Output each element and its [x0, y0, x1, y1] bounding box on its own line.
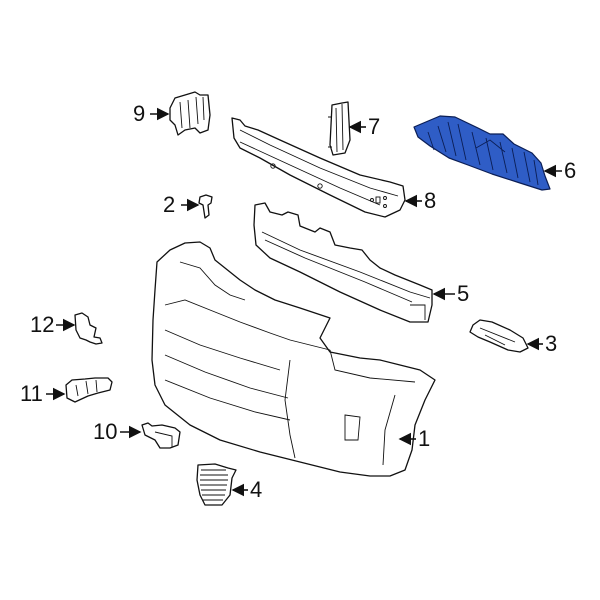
callout-2[interactable]: 2	[163, 192, 176, 217]
part-8-impact-bar[interactable]	[231, 117, 406, 218]
callout-9[interactable]: 9	[133, 101, 146, 126]
part-1-bumper-cover[interactable]	[151, 241, 436, 477]
callout-5[interactable]: 5	[457, 281, 470, 306]
leader-lines	[46, 107, 562, 497]
callout-11[interactable]: 11	[20, 381, 43, 406]
part-5-energy-absorber[interactable]	[253, 202, 433, 323]
callout-10[interactable]: 10	[93, 419, 118, 444]
callout-3[interactable]: 3	[545, 331, 558, 356]
part-7-reinforcement-bracket[interactable]	[328, 101, 351, 156]
callout-12[interactable]: 12	[30, 312, 55, 337]
part-12-small-bracket[interactable]	[74, 312, 103, 345]
callout-1[interactable]: 1	[418, 426, 431, 451]
part-9-mounting-bracket[interactable]	[169, 91, 211, 136]
part-11-bulb-socket[interactable]	[65, 377, 113, 403]
callout-8[interactable]: 8	[424, 188, 437, 213]
callout-4[interactable]: 4	[250, 477, 263, 502]
part-2-clip[interactable]	[198, 194, 213, 219]
callout-7[interactable]: 7	[368, 114, 381, 139]
part-4-fog-lamp-cover[interactable]	[196, 463, 237, 506]
part-6-upper-shield[interactable]	[413, 115, 551, 191]
part-10-sensor[interactable]	[141, 422, 181, 449]
callout-6[interactable]: 6	[564, 158, 577, 183]
part-3-side-bracket[interactable]	[469, 319, 529, 353]
